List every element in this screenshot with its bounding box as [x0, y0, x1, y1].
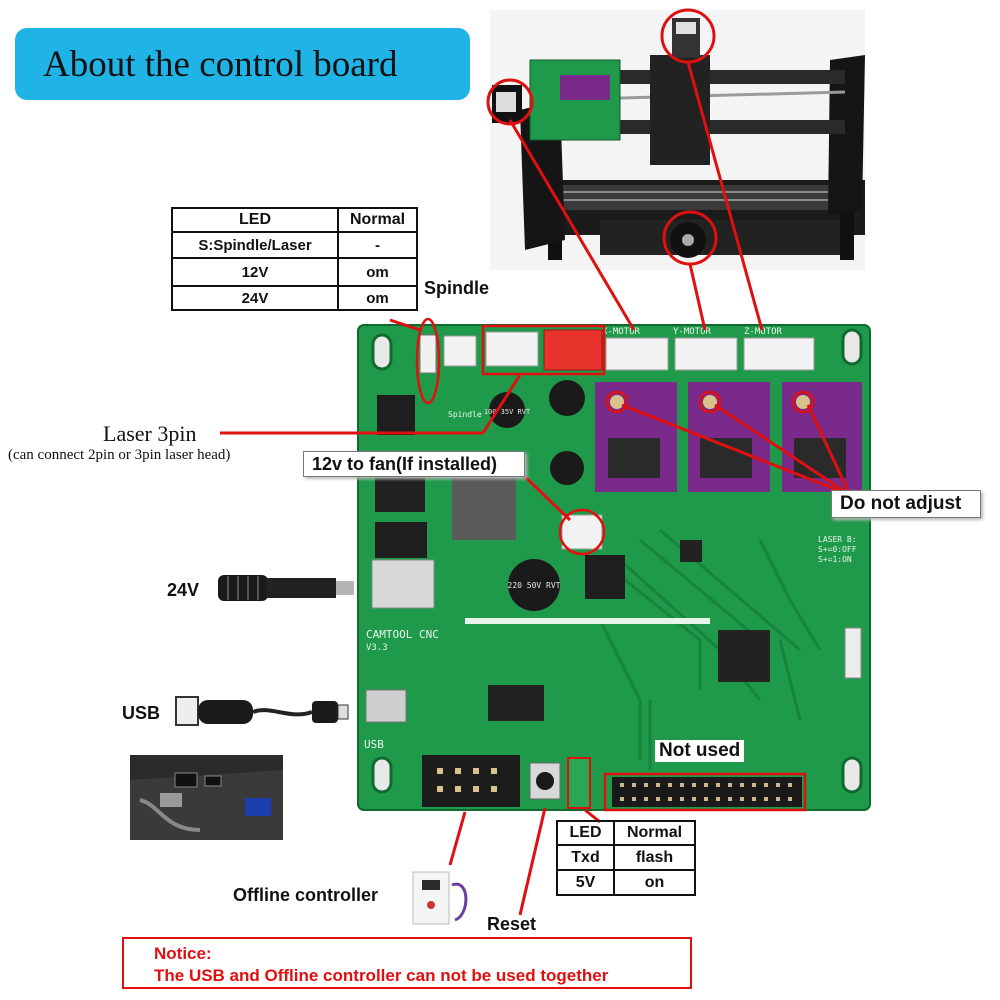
power-plug-24v — [218, 575, 354, 601]
table-cell: S:Spindle/Laser — [171, 231, 339, 259]
do-not-adjust-callout: Do not adjust — [831, 490, 981, 518]
table-header-cell: LED — [171, 207, 339, 233]
laser-sub-label: (can connect 2pin or 3pin laser head) — [8, 447, 231, 463]
offline-controller-label: Offline controller — [233, 885, 379, 905]
table-header-cell: Normal — [337, 207, 418, 233]
laser-b-silk: LASER B: — [818, 535, 857, 544]
fan-highlight — [558, 508, 606, 556]
cap-big-label: 220 50V RVT — [508, 581, 561, 590]
table-cell: 24V — [171, 285, 339, 311]
led-highlight — [415, 317, 441, 405]
title-banner: About the control board — [15, 28, 470, 100]
z-motor-silk: Z-MOTOR — [744, 327, 783, 337]
table-cell: on — [613, 869, 696, 896]
usb-silk: USB — [364, 738, 384, 751]
spindle-led-table: LED Normal S:Spindle/Laser - 12V om 24V … — [171, 207, 418, 311]
table-cell: flash — [613, 844, 696, 871]
table-cell: - — [337, 231, 418, 259]
usb-led-table: LED Normal Txd flash 5V on — [556, 820, 696, 896]
usb-cable — [175, 696, 349, 726]
offline-controller-device — [412, 871, 468, 925]
table-cell: om — [337, 285, 418, 311]
reset-label: Reset — [487, 914, 537, 934]
notice-box: Notice: The USB and Offline controller c… — [122, 937, 692, 989]
table-cell: Txd — [556, 844, 615, 871]
notice-text: The USB and Offline controller can not b… — [154, 966, 609, 985]
usb-label: USB — [122, 703, 161, 723]
table-cell: 5V — [556, 869, 615, 896]
laptop-ports-photo — [130, 755, 283, 840]
connector-highlight — [481, 324, 606, 376]
spindle-label: Spindle — [424, 278, 490, 298]
s1-silk: S+=1:ON — [818, 555, 852, 564]
not-used-label: Not used — [655, 740, 745, 762]
control-board-pcb — [357, 324, 871, 811]
table-cell: 12V — [171, 257, 339, 287]
y-motor-silk: Y-MOTOR — [673, 327, 712, 337]
table-header-cell: Normal — [613, 820, 696, 846]
cap-small-label: 100 35V RVT — [484, 408, 531, 416]
x-motor-silk: X-MOTOR — [602, 327, 641, 337]
page-title: About the control board — [43, 43, 398, 85]
notice-heading: Notice: — [154, 944, 212, 963]
board-name: CAMTOOL CNC — [366, 628, 439, 641]
spindle-silk: Spindle — [448, 410, 482, 419]
not-used-highlight — [603, 772, 807, 812]
fan-callout: 12v to fan(If installed) — [303, 451, 525, 477]
cnc-machine-illustration — [486, 8, 865, 270]
laser-3pin-label: Laser 3pin — [103, 421, 197, 446]
power-24v-label: 24V — [167, 580, 200, 600]
s0-silk: S+=0:OFF — [818, 545, 857, 554]
board-version: V3.3 — [366, 643, 388, 653]
table-header-cell: LED — [556, 820, 615, 846]
table-cell: om — [337, 257, 418, 287]
